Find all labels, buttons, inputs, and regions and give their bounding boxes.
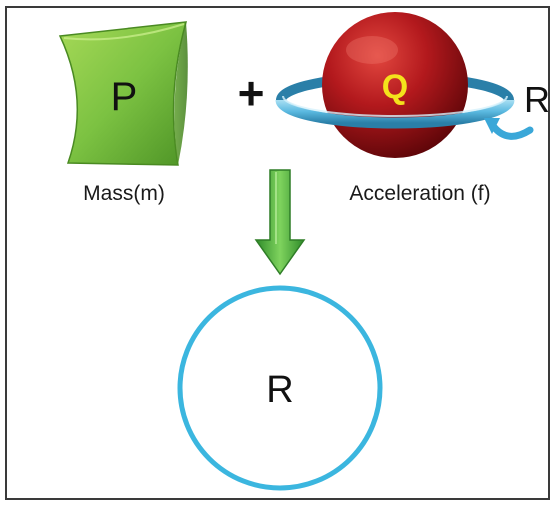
- result-circle: [177, 285, 383, 491]
- plus-operator: +: [238, 67, 265, 119]
- mass-caption: Mass(m): [83, 182, 165, 205]
- rotation-arrow-icon: [484, 118, 534, 140]
- mass-symbol: P: [111, 75, 138, 119]
- acceleration-caption: Acceleration (f): [349, 182, 490, 205]
- mass-shape: [58, 21, 188, 166]
- result-symbol: R: [266, 369, 293, 411]
- acceleration-symbol: Q: [382, 68, 408, 106]
- ring-symbol: R: [524, 79, 550, 120]
- ring-front: [275, 95, 515, 129]
- down-arrow-icon: [254, 169, 306, 276]
